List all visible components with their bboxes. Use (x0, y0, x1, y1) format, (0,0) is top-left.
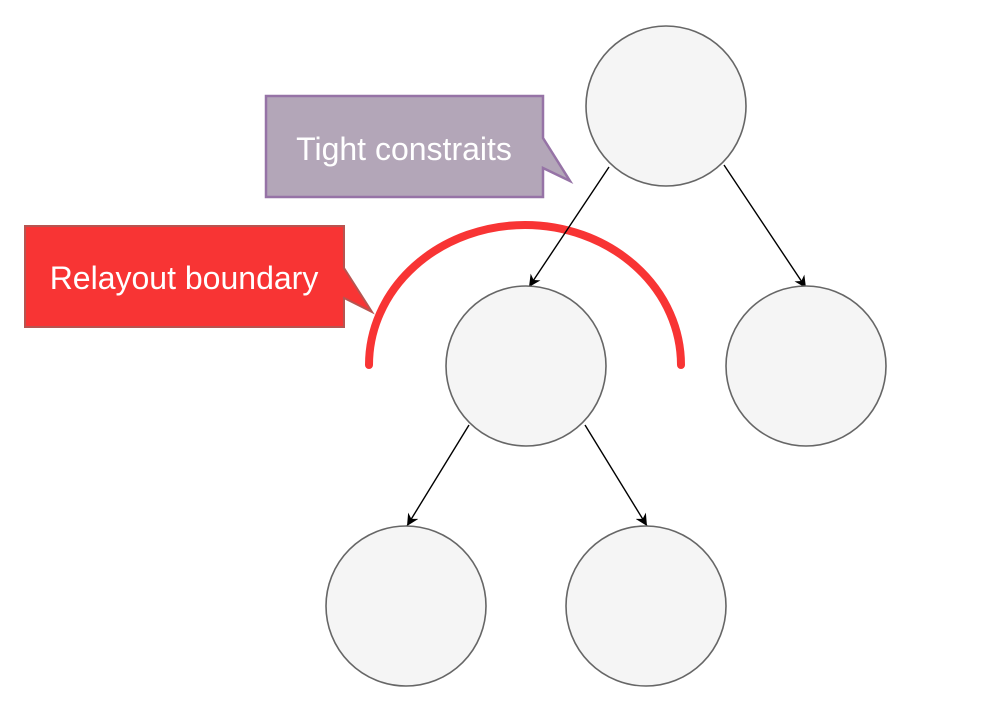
edge-left-child-to-right-grandchild (584, 424, 648, 527)
tight-constraints-label: Tight constraits (296, 131, 512, 167)
tree-nodes (325, 25, 887, 687)
relayout-boundary-arc (365, 221, 685, 369)
node-left-grandchild[interactable] (325, 525, 487, 687)
relayout-boundary-callout-box (24, 225, 375, 328)
relayout-boundary-label: Relayout boundary (50, 260, 319, 296)
edge-root-to-right-child (723, 164, 807, 289)
node-left-child[interactable] (445, 285, 607, 447)
edge-left-child-to-left-grandchild (406, 424, 470, 527)
node-root[interactable] (585, 25, 747, 187)
edge-root-to-left-child (528, 166, 610, 288)
tree-edges (406, 164, 807, 527)
node-right-child[interactable] (725, 285, 887, 447)
node-right-grandchild[interactable] (565, 525, 727, 687)
tight-constraints-callout-box (264, 94, 574, 199)
tight-constraints-callout: Tight constraits (264, 94, 574, 199)
relayout-boundary-callout: Relayout boundary (24, 225, 375, 328)
